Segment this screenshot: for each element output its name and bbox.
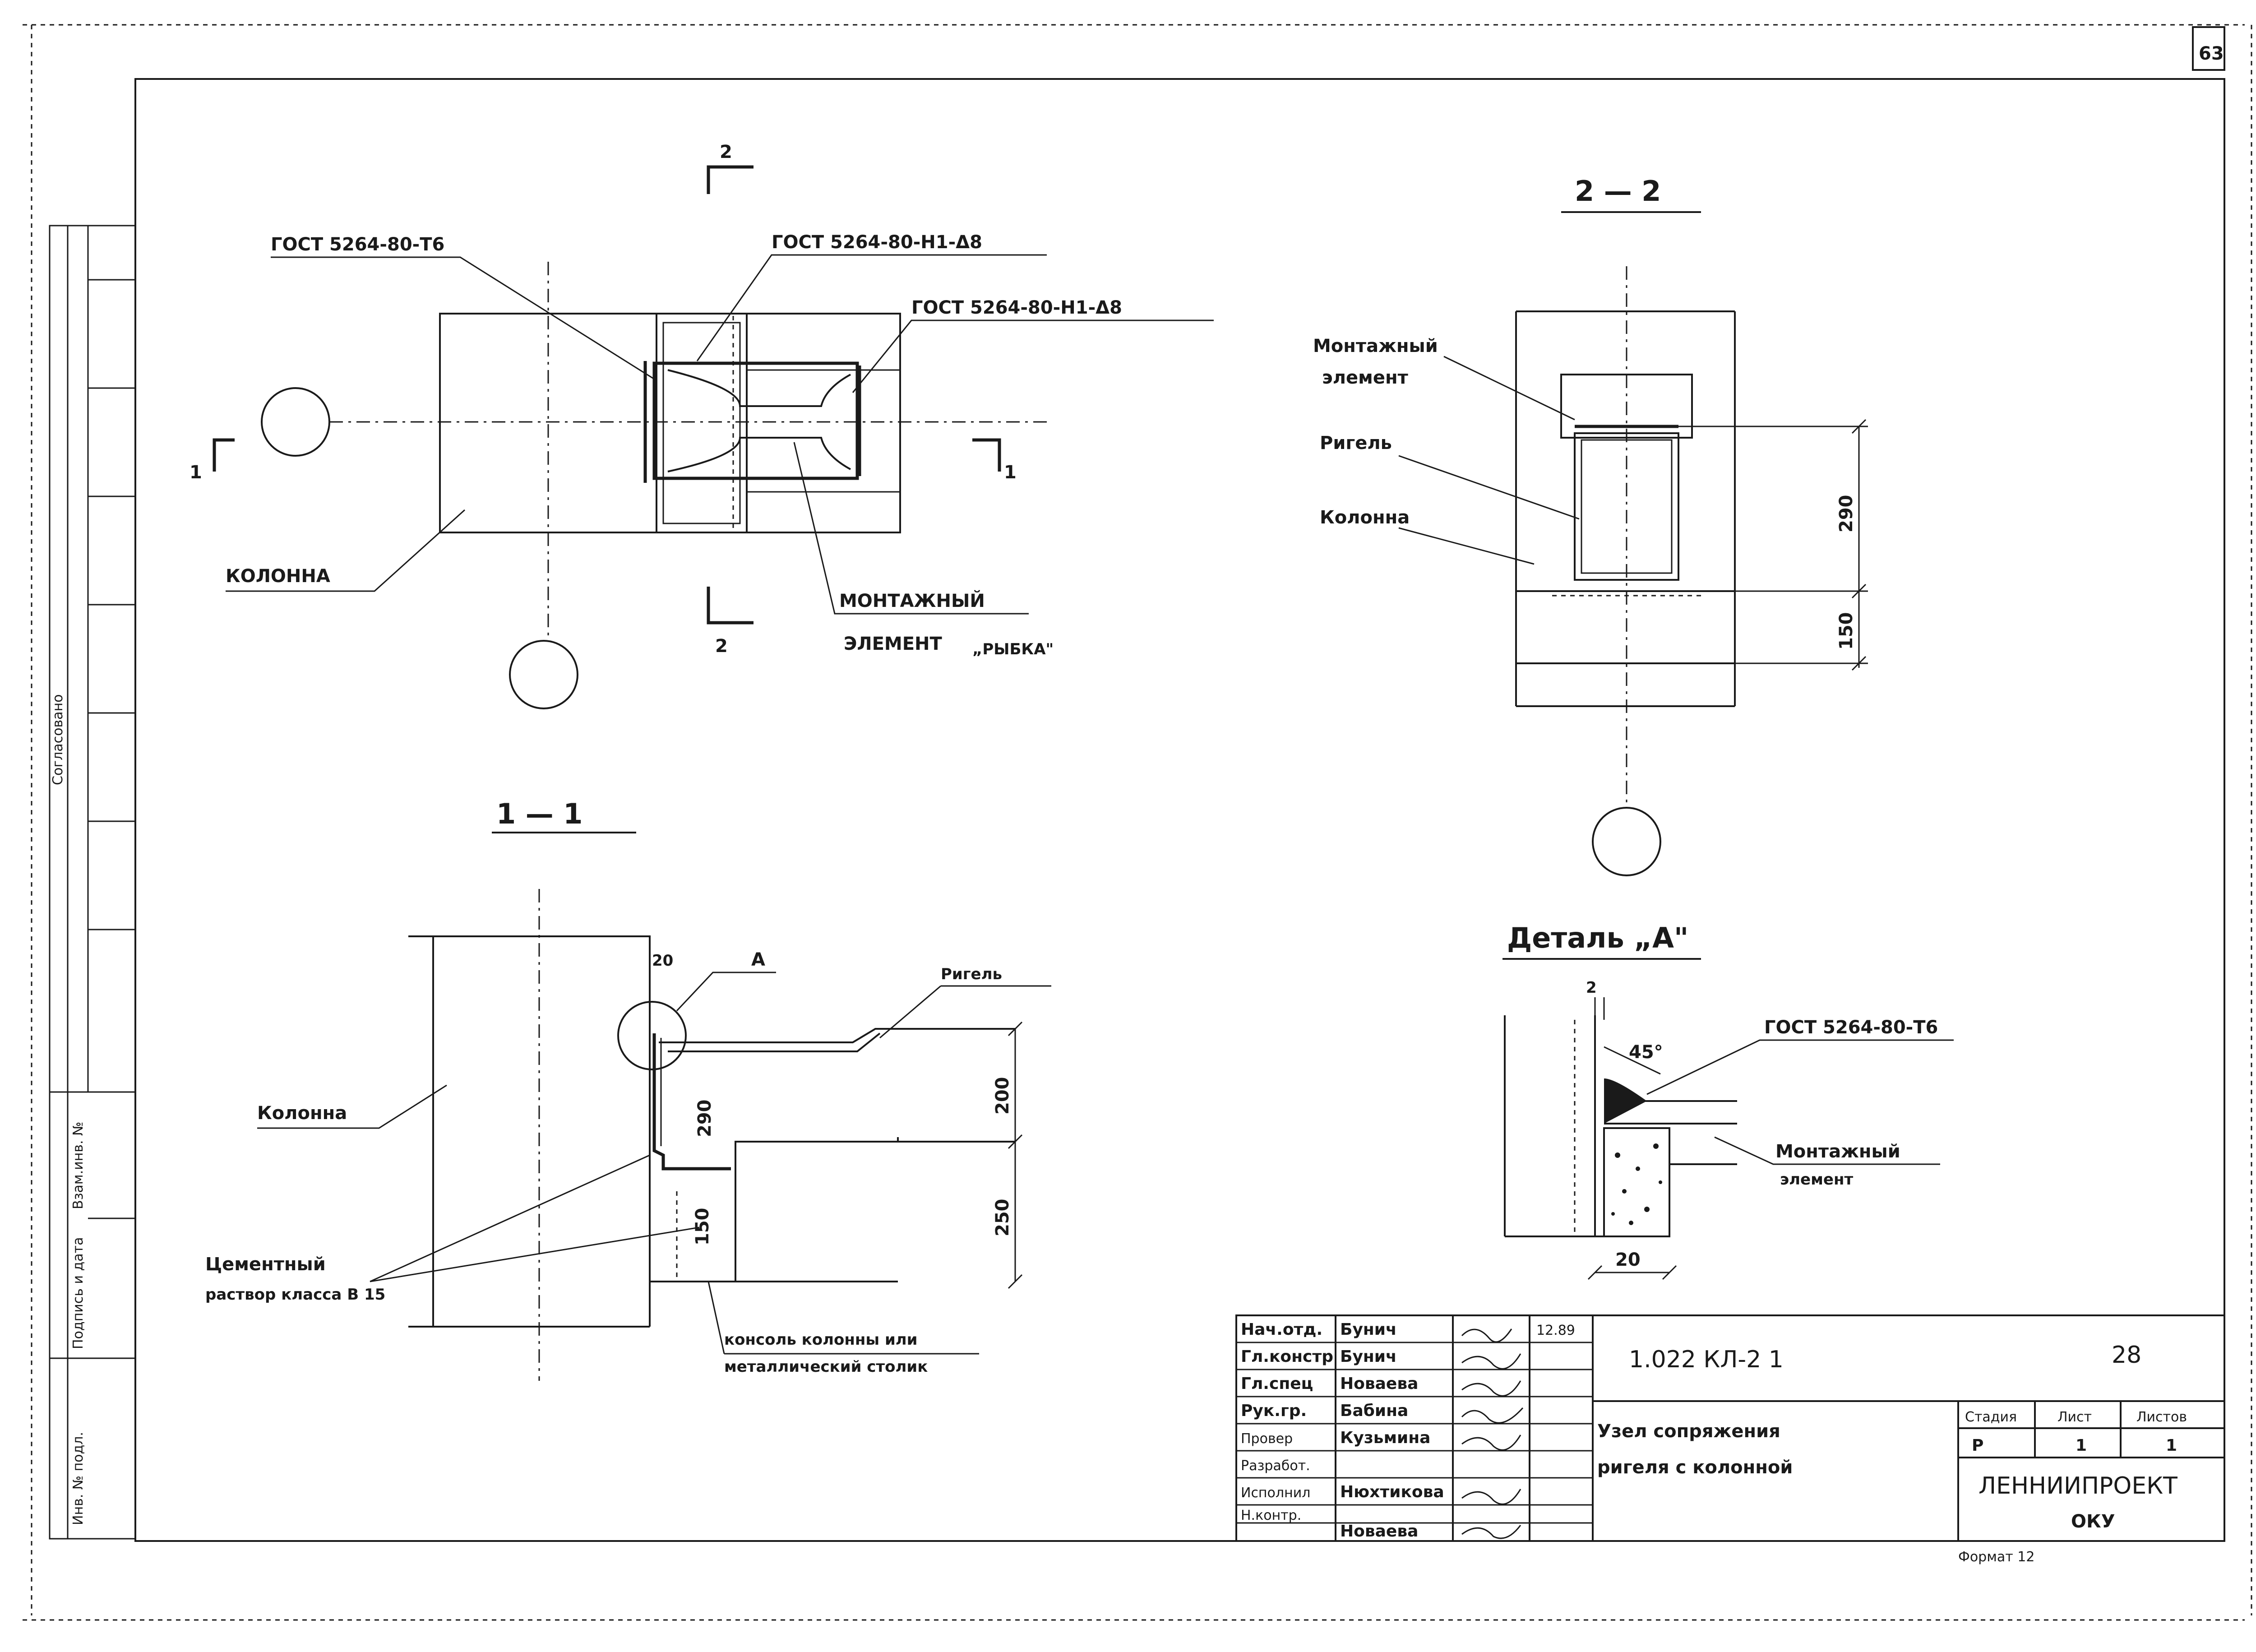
- drawing-name-1: Узел сопряжения: [1597, 1421, 1780, 1442]
- axis-bubble-vertical: [509, 640, 578, 709]
- role-6: Исполнил: [1241, 1485, 1310, 1501]
- cut2-bottom-mark: 2: [715, 636, 728, 657]
- sheet-format: Формат 12: [1958, 1549, 2034, 1565]
- drawing-name-2: ригеля с колонной: [1597, 1457, 1793, 1478]
- dim-150: 150: [692, 1208, 713, 1246]
- plan-mounting-label-2: ЭЛЕМЕНТ: [844, 634, 943, 654]
- detail-a-callout: [617, 1001, 687, 1070]
- cut2-top-mark: 2: [720, 142, 732, 162]
- section22-rigel-label: Ригель: [1320, 433, 1392, 453]
- name-2: Новаева: [1340, 1374, 1418, 1393]
- plan-rigel: [746, 313, 901, 533]
- section-column: [408, 935, 651, 1282]
- name-4: Кузьмина: [1340, 1429, 1430, 1447]
- cut1-left-mark: 1: [190, 462, 202, 483]
- section-rigel: [659, 1028, 898, 1043]
- role-2: Гл.спец: [1241, 1374, 1313, 1393]
- sheet-frame: 63: [23, 24, 2252, 1621]
- side-label-sign: Подпись и дата: [70, 1237, 86, 1350]
- name-6: Нюхтикова: [1340, 1483, 1444, 1501]
- name-1: Бунич: [1340, 1347, 1397, 1366]
- doc-code: 1.022 КЛ-2 1: [1629, 1346, 1784, 1373]
- dim-290: 290: [694, 1100, 715, 1138]
- section22-mounting: [1560, 374, 1693, 439]
- role-0: Нач.отд.: [1241, 1320, 1322, 1339]
- cement-label-1: Цементный: [205, 1254, 326, 1275]
- stage-header: Стадия: [1965, 1409, 2017, 1425]
- section22-mounting-label-1: Монтажный: [1313, 336, 1438, 356]
- title-block: Нач.отд. Гл.констр Гл.спец Рук.гр. Прове…: [1235, 1314, 2225, 1565]
- stage-value: Р: [1972, 1436, 1983, 1455]
- org-name-2: ОКУ: [2071, 1511, 2115, 1532]
- detail-mounting-label-1: Монтажный: [1775, 1141, 1900, 1162]
- signatures: [1461, 1328, 1524, 1539]
- detail-a: Деталь „А" 45° 2 20 ГОСТ 5264-80-Т6: [1502, 921, 1954, 1280]
- section-rigel-label: Ригель: [941, 965, 1002, 983]
- page-number: 63: [2199, 43, 2224, 64]
- plan-view: 1 1 2 2 ГОСТ 5264-80-Т6 ГОСТ 5264-80-Н1-…: [190, 142, 1214, 709]
- role-5: Разработ.: [1241, 1458, 1310, 1474]
- section-1-1-title: 1 — 1: [496, 797, 582, 830]
- side-stamp: Согласовано Взам.инв. № Подпись и дата И…: [49, 225, 136, 1540]
- plan-mounting-label-1: МОНТАЖНЫЙ: [839, 590, 985, 611]
- dim-200: 200: [992, 1077, 1013, 1115]
- side-label-inv: Взам.инв. №: [70, 1122, 86, 1209]
- detail-a-mark: А: [751, 949, 765, 970]
- side-label-orig: Инв. № подл.: [70, 1432, 86, 1525]
- console-label-2: металлический столик: [724, 1358, 928, 1376]
- plan-mounting-label-3: „РЫБКА": [972, 640, 1054, 658]
- detail-angle: 45°: [1629, 1042, 1663, 1063]
- plan-column-label: КОЛОННА: [226, 566, 330, 587]
- section22-dim-290: 290: [1836, 495, 1857, 533]
- agreed-label: Согласовано: [50, 694, 66, 785]
- dim-20: 20: [652, 952, 673, 970]
- role-3: Рук.гр.: [1241, 1402, 1307, 1420]
- detail-dim-2: 2: [1586, 979, 1597, 997]
- plan-gost-t6: ГОСТ 5264-80-Т6: [271, 234, 444, 255]
- console-label-1: консоль колонны или: [724, 1331, 918, 1349]
- sheet-header: Лист: [2057, 1409, 2092, 1425]
- section22-mounting-label-2: элемент: [1322, 367, 1409, 388]
- plan-gost-h1-b: ГОСТ 5264-80-Н1-Δ8: [911, 297, 1122, 318]
- role-1: Гл.констр: [1241, 1347, 1333, 1366]
- sheets-header: Листов: [2136, 1409, 2187, 1425]
- section22-dim-150: 150: [1836, 612, 1857, 650]
- detail-a-title: Деталь „А": [1507, 921, 1688, 954]
- detail-concrete: [1603, 1127, 1670, 1237]
- sheets-value: 1: [2166, 1436, 2177, 1455]
- detail-dim-20: 20: [1615, 1249, 1641, 1270]
- sheet-value: 1: [2076, 1436, 2087, 1455]
- cut1-right-mark: 1: [1004, 462, 1017, 483]
- date-label: 12.89: [1536, 1323, 1575, 1338]
- sheet-code: 28: [2112, 1342, 2141, 1369]
- cement-label-2: раствор класса В 15: [205, 1286, 385, 1304]
- axis-bubble-horizontal: [261, 387, 330, 457]
- section-column-label: Колонна: [257, 1103, 347, 1124]
- plan-gost-h1-a: ГОСТ 5264-80-Н1-Δ8: [772, 232, 982, 253]
- section22-column-label: Колонна: [1320, 507, 1410, 528]
- org-name-1: ЛЕННИИПРОЕКТ: [1979, 1472, 2177, 1499]
- section22-rigel: [1574, 432, 1679, 581]
- name-7: Новаева: [1340, 1522, 1418, 1541]
- name-0: Бунич: [1340, 1320, 1397, 1339]
- section-2-2-title: 2 — 2: [1575, 175, 1661, 208]
- axis-bubble-2-2: [1592, 807, 1661, 876]
- plan-mounting-element: [652, 361, 859, 480]
- section-1-1: 1 — 1 А 200 250 290 150 20: [205, 797, 1051, 1381]
- section-2-2: 2 — 2 290 150 Монтажный элемент Ригель: [1313, 175, 1868, 876]
- detail-gost: ГОСТ 5264-80-Т6: [1764, 1017, 1938, 1038]
- detail-mounting-label-2: элемент: [1780, 1171, 1853, 1189]
- name-3: Бабина: [1340, 1402, 1408, 1420]
- dim-250: 250: [992, 1199, 1013, 1237]
- column-console: [650, 1137, 899, 1282]
- role-7: Н.контр.: [1241, 1508, 1301, 1523]
- role-4: Провер: [1241, 1431, 1293, 1447]
